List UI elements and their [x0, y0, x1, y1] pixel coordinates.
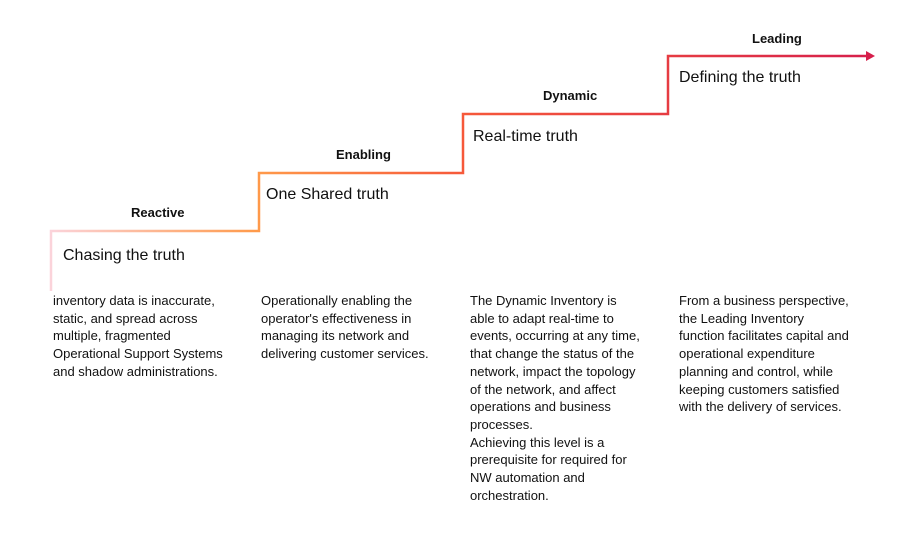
- level-dynamic: Dynamic: [543, 88, 598, 103]
- arrow-head-icon: [866, 51, 875, 61]
- description-leading: From a business perspective, the Leading…: [679, 293, 849, 415]
- stage-reactive: Chasing the truth: [63, 247, 185, 264]
- stage-leading: Defining the truth: [679, 69, 801, 86]
- stage-dynamic: Real-time truth: [473, 128, 578, 145]
- stage-enabling: One Shared truth: [266, 186, 389, 203]
- level-enabling: Enabling: [336, 147, 391, 162]
- description-enabling: Operationally enabling the operator's ef…: [261, 293, 429, 362]
- staircase-path: [49, 54, 866, 291]
- level-reactive: Reactive: [131, 205, 185, 220]
- level-leading: Leading: [752, 31, 802, 46]
- description-reactive: inventory data is inaccurate, static, an…: [53, 293, 223, 379]
- description-dynamic: The Dynamic Inventory is able to adapt r…: [470, 293, 640, 503]
